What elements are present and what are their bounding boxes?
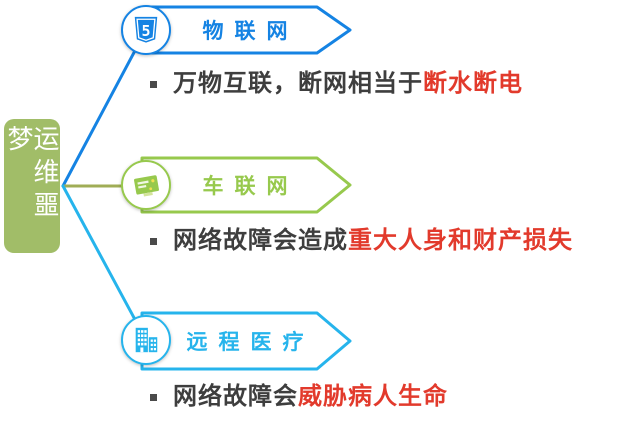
building-glyph: [135, 327, 158, 353]
bullet-text: 网络故障会威胁病人生命: [173, 383, 448, 411]
branch-header-iov: 车联网: [140, 156, 354, 214]
html5-shield-icon: 5: [121, 5, 171, 55]
bullet-highlight-text: 威胁病人生命: [298, 383, 448, 410]
bullet-marker: [150, 80, 157, 88]
branch-header-telemedicine: 远程医疗: [140, 311, 354, 371]
connector-line-telemedicine: [61, 184, 148, 342]
bullet-normal-text: 网络故障会造成: [173, 227, 348, 254]
branch-label-iov: 车联网: [202, 175, 299, 198]
bullet-normal-text: 万物互联，断网相当于: [173, 70, 423, 97]
bullet-marker: [150, 237, 157, 245]
shield-glyph: 5: [134, 16, 158, 43]
bullet-text: 万物互联，断网相当于断水断电: [173, 70, 523, 98]
svg-text:5: 5: [141, 22, 150, 40]
branch-header-iot: 物联网: [140, 5, 354, 55]
bullet-item-iov: 网络故障会造成重大人身和财产损失: [150, 227, 573, 255]
root-node: 运维噩梦: [4, 119, 60, 253]
bullet-normal-text: 网络故障会: [173, 383, 298, 410]
hospital-building-icon: [121, 315, 171, 365]
vehicle-card-icon: [121, 160, 171, 210]
bullet-text: 网络故障会造成重大人身和财产损失: [173, 227, 573, 255]
card-glyph: [134, 175, 159, 197]
bullet-highlight-text: 重大人身和财产损失: [348, 227, 573, 254]
branch-label-iot: 物联网: [202, 20, 299, 43]
connector-line-iot: [61, 28, 148, 188]
bullet-marker: [150, 393, 157, 401]
bullet-item-telemedicine: 网络故障会威胁病人生命: [150, 383, 448, 411]
root-label: 运维噩梦: [4, 125, 60, 224]
bullet-item-iot: 万物互联，断网相当于断水断电: [150, 70, 523, 98]
bullet-highlight-text: 断水断电: [423, 70, 523, 97]
branch-label-telemedicine: 远程医疗: [186, 331, 315, 354]
